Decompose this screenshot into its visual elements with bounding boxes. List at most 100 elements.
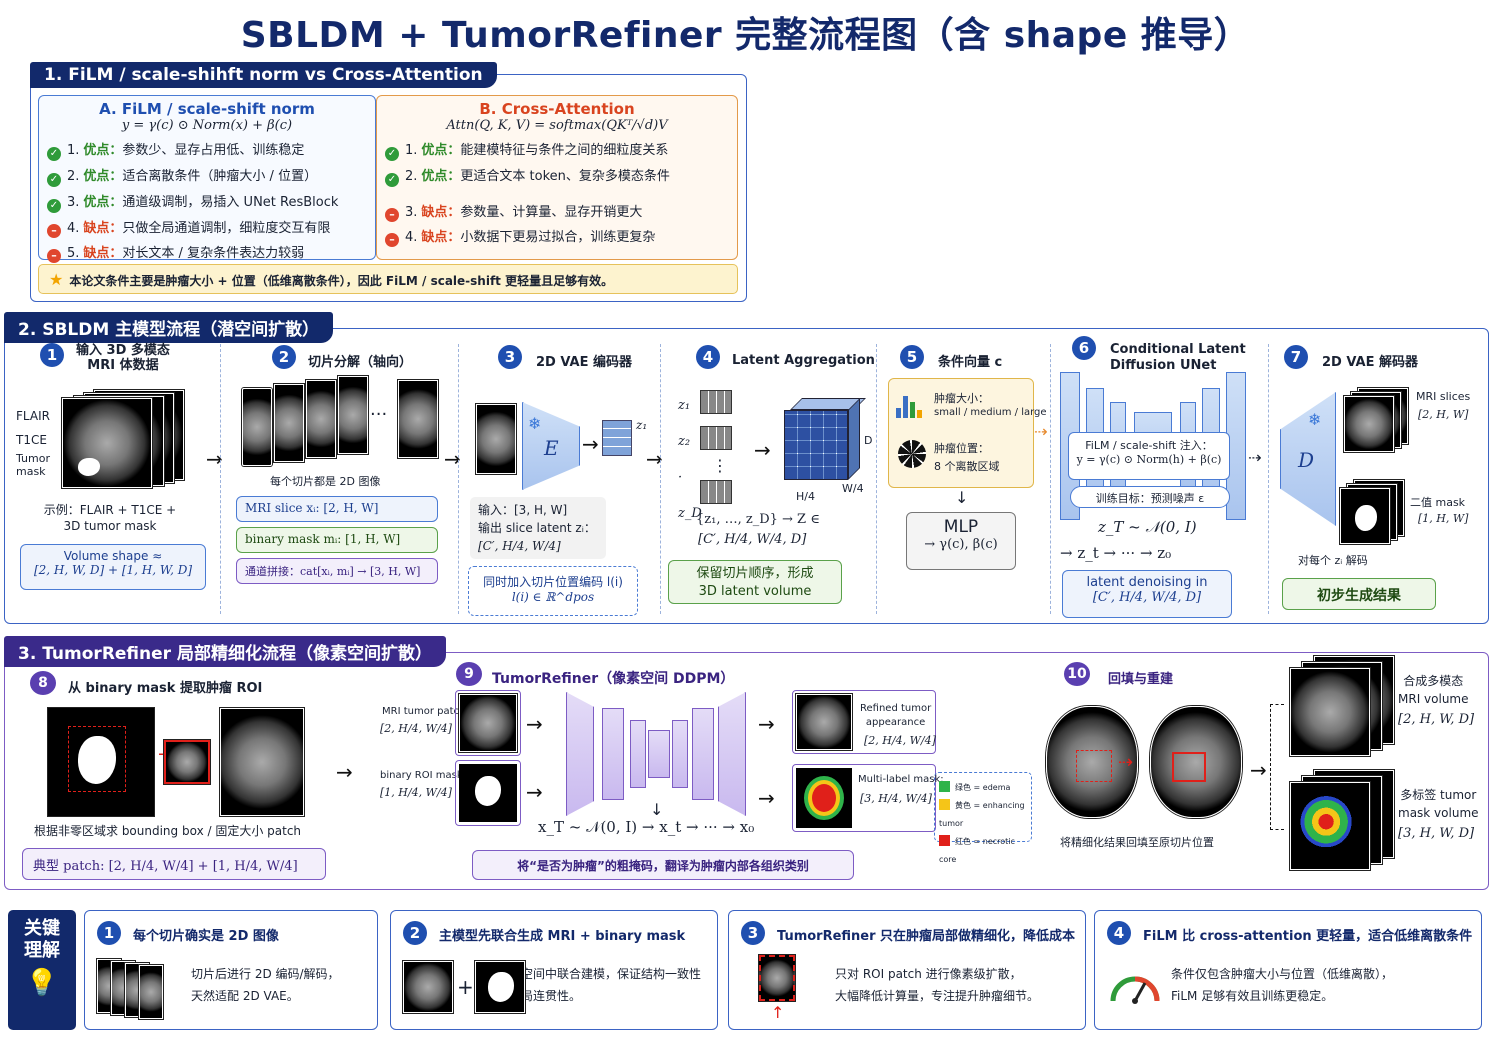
item-number: 1. (405, 143, 418, 158)
dim-D: D (864, 434, 873, 447)
arrow-2-3: → (444, 447, 461, 471)
slice-caption: 每个切片都是 2D 图像 (270, 475, 381, 488)
key-text: 在潜空间中联合建模，保证结构一致性 与全局连贯性。 (497, 967, 702, 1003)
legend-item: 红色 = necrotic core (939, 833, 1027, 869)
film-note-text: 本论文条件主要是肿瘤大小 + 位置（低维离散条件），因此 FiLM / scal… (69, 274, 614, 288)
film-formula: y = γ(c) ⊙ Norm(x) + β(c) (121, 118, 293, 133)
item-number: 5. (67, 246, 80, 261)
divider (660, 344, 661, 614)
list-item: –4.缺点：只做全局通道调制，细粒度交互有限 (47, 217, 375, 238)
key-number: 2 (403, 921, 427, 945)
encoder-out-shape: [C′, H/4, W/4] (478, 539, 561, 553)
key-illustration: + (403, 961, 525, 1017)
key-title: FiLM 比 cross-attention 更轻量，适合低维离散条件 (1143, 929, 1473, 944)
mlp-label: MLP (943, 517, 979, 537)
in-mask-label: binary ROI mask (380, 770, 463, 781)
in-mask-shape: [1, H/4, W/4] (380, 786, 452, 799)
step-10-number: 10 (1064, 662, 1090, 686)
latent-cube (784, 410, 848, 480)
decode-caption: 对每个 zᵢ 解码 (1298, 554, 1368, 567)
section-tumorrefiner (4, 652, 1489, 890)
arrow-enc: → (582, 432, 599, 456)
section-sbldm (4, 328, 1489, 624)
step-7-number: 7 (1284, 345, 1308, 369)
training-target: 训练目标：预测噪声 ε (1070, 486, 1230, 508)
step-5-number: 5 (900, 345, 924, 369)
key-illustration: ↑ (759, 955, 795, 1027)
out-mask-shape: [1, H, W] (1418, 512, 1469, 525)
item-tag: 优点： (83, 195, 123, 210)
item-tag: 优点： (83, 143, 123, 158)
volume-shape-label: Volume shape ≈ (63, 549, 163, 563)
key-insights-title: 关键 理解 (24, 918, 60, 961)
legend-text: 黄色 = enhancing tumor (939, 801, 1025, 828)
step-1-label: 输入 3D 多模态 MRI 体数据 (76, 343, 170, 373)
legend-swatch (939, 781, 950, 792)
step-4-number: 4 (696, 345, 720, 369)
dim-H: H/4 (796, 490, 815, 503)
vdots: ⋮ (712, 456, 728, 475)
tumor-size-label: 肿瘤大小： (934, 392, 989, 405)
arrow-cond-to-unet: ⇢ (1034, 422, 1048, 441)
modality-labels: FLAIR T1CE Tumor mask (16, 404, 56, 478)
bar-chart-icon (896, 392, 926, 418)
step-2-label: 切片分解（轴向） (308, 355, 413, 370)
step-1-number: 1 (40, 343, 64, 367)
final-mri-shape: [2, H, W, D] (1398, 712, 1475, 727)
list-item: ✓2.优点：适合离散条件（肿瘤大小 / 位置） (47, 165, 375, 187)
step-4-label: Latent Aggregation (732, 353, 875, 368)
cross-attention-panel: B. Cross-Attention Attn(Q, K, V) = softm… (376, 95, 738, 260)
legend-text: 红色 = necrotic core (939, 837, 1015, 864)
key-insights-badge: 关键 理解 💡 (8, 910, 76, 1030)
tumor-position-options: 8 个离散区域 (934, 460, 1000, 473)
step-3-number: 3 (498, 345, 522, 369)
in-patch-label: MRI tumor patch (382, 706, 466, 717)
arrow-to-volume: → (1250, 758, 1267, 782)
divider (1268, 344, 1269, 614)
legend-swatch (939, 799, 950, 810)
snowflake-icon: ❄ (1308, 410, 1322, 429)
encoder-label: E (544, 436, 559, 460)
tumor-position-label: 肿瘤位置： (934, 442, 989, 455)
arrow-agg: → (754, 438, 771, 462)
item-text: 适合离散条件（肿瘤大小 / 位置） (122, 169, 318, 184)
step-1-example: 示例：FLAIR + T1CE + 3D tumor mask (43, 503, 177, 533)
multilabel-label: Multi-label mask: (858, 774, 944, 785)
out-mask-label: 二值 mask (1410, 496, 1466, 509)
location-wheel-icon (898, 440, 926, 468)
step-8-label: 从 binary mask 提取肿瘤 ROI (68, 681, 263, 696)
latent-set-shape: [C′, H/4, W/4, D] (698, 532, 807, 547)
item-number: 3. (405, 205, 418, 220)
volume-stack (58, 390, 188, 490)
film-injection-box: FiLM / scale-shift 注入： y = γ(c) ⊙ Norm(h… (1068, 432, 1230, 480)
z-1: z₁ (678, 398, 691, 413)
arrow-3-4: → (646, 447, 663, 471)
item-number: 4. (67, 221, 80, 236)
item-text: 参数少、显存占用低、训练稳定 (122, 143, 305, 158)
encoder-out: 输出 slice latent zᵢ： (478, 521, 596, 535)
item-number: 1. (67, 143, 80, 158)
divider (1050, 344, 1051, 614)
key-text: 只对 ROI patch 进行像素级扩散， 大幅降低计算量，专注提升肿瘤细节。 (835, 967, 1040, 1003)
refiner-chain: x_T ~ 𝒩(0, I) → x_t → ··· → x₀ (538, 818, 755, 836)
slice-shape-box: MRI slice xᵢ: [2, H, W] (236, 496, 438, 522)
position-encoding-box: 同时加入切片位置编码 l(i) l(i) ∈ ℝ^dpos (468, 566, 638, 616)
final-mri-label: 合成多模态 MRI volume (1398, 674, 1469, 706)
arrow-down: ↓ (955, 488, 969, 507)
list-item: ✓3.优点：通道级调制，易插入 UNet ResBlock (47, 191, 375, 213)
item-number: 2. (405, 169, 418, 184)
step-6-label: Conditional Latent Diffusion UNet (1110, 342, 1246, 373)
z-list: z₁ z₂ · z_D (678, 388, 702, 532)
step-3-label: 2D VAE 编码器 (536, 355, 633, 370)
latent-grid-D (700, 480, 732, 504)
mlp-output: → γ(c), β(c) (924, 537, 998, 552)
divider (876, 344, 877, 614)
refined-label: Refined tumor appearance (860, 703, 932, 728)
list-item: –5.缺点：对长文本 / 复杂条件表达力较弱 (47, 242, 375, 263)
latent-denoising-1: latent denoising in (1086, 575, 1208, 590)
step-5-label: 条件向量 c (938, 355, 1003, 370)
item-text: 小数据下更易过拟合，训练更复杂 (460, 230, 656, 245)
